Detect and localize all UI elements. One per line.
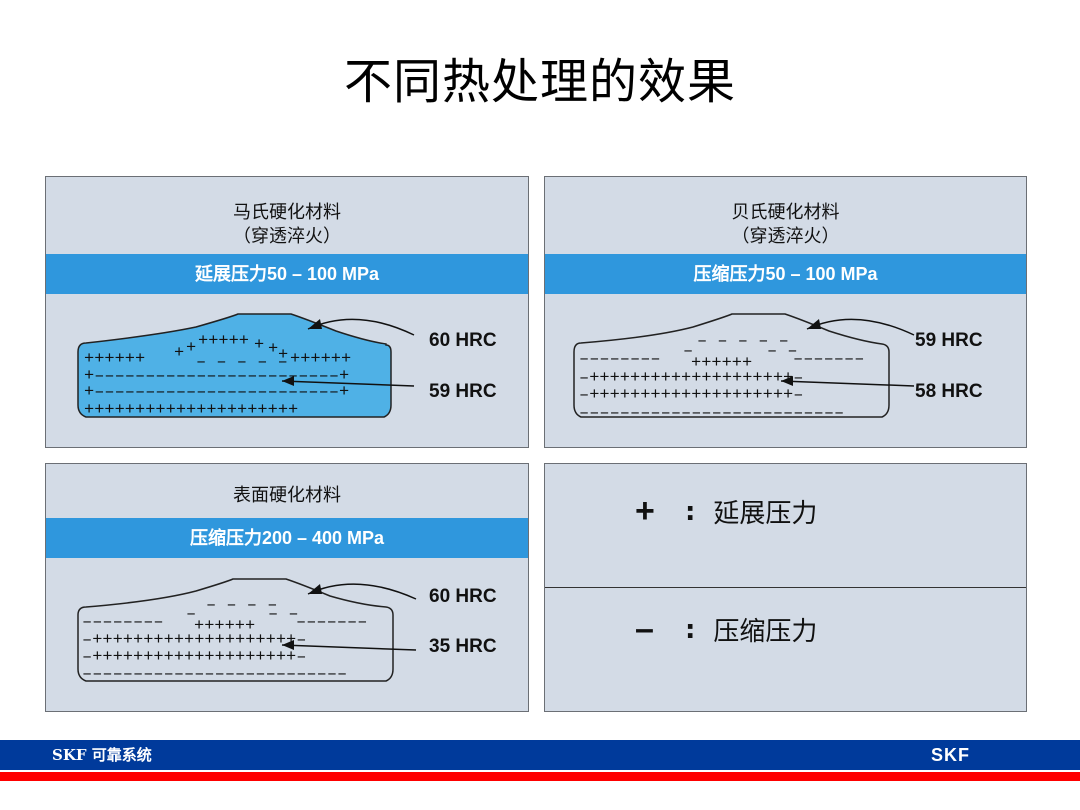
footer-red-stripe — [0, 772, 1080, 781]
footer-text: SKF 可靠系统 — [52, 746, 152, 764]
hrc-surface-label: 60 HRC — [429, 586, 497, 607]
svg-text:––––––––––––––––––––––––––: –––––––––––––––––––––––––– — [579, 404, 844, 423]
svg-text:–++++++++++++++++++++–: –++++++++++++++++++++– — [579, 386, 803, 405]
svg-text:+++++++++++++++++++++: +++++++++++++++++++++ — [84, 401, 298, 420]
stress-band: 压缩压力50 – 100 MPa — [545, 254, 1026, 294]
cross-section-diagram: ++++++ + + +++++ + + + ++++++ – – – – – … — [77, 313, 415, 420]
svg-text:+––––––––––––––––––––––––+: +––––––––––––––––––––––––+ — [84, 383, 349, 402]
svg-text:–++++++++++++++++++++–: –++++++++++++++++++++– — [579, 369, 803, 388]
panel-bainite: 贝氏硬化材料 （穿透淬火） 压缩压力50 – 100 MPa –––––––– … — [544, 176, 1027, 448]
svg-text:++++++: ++++++ — [290, 350, 351, 369]
svg-text:– –: – – — [767, 342, 798, 361]
svg-text:– – – –: – – – – — [206, 596, 277, 615]
panel-case-hardened: 表面硬化材料 压缩压力200 – 400 MPa –––––––– – – – … — [45, 463, 529, 712]
svg-text:–––––––: ––––––– — [296, 613, 367, 632]
cross-section-diagram: –––––––– – – – – – ++++++ – – ––––––– –+… — [77, 578, 417, 684]
svg-text:– –: – – — [268, 605, 299, 624]
svg-text:+: + — [254, 336, 264, 355]
svg-text:+: + — [174, 344, 184, 363]
svg-text:+++++: +++++ — [198, 332, 249, 351]
svg-text:–: – — [186, 605, 196, 624]
stress-band: 延展压力50 – 100 MPa — [46, 254, 528, 294]
minus-icon: – — [635, 610, 654, 648]
legend-divider — [545, 587, 1026, 588]
legend-item-compressive: – : 压缩压力 — [635, 610, 817, 649]
stress-band: 压缩压力200 – 400 MPa — [46, 518, 528, 558]
legend-panel: + : 延展压力 – : 压缩压力 — [544, 463, 1027, 712]
svg-text:+: + — [278, 346, 288, 365]
svg-text:+: + — [268, 340, 278, 359]
panel-subtitle: （穿透淬火） — [233, 226, 341, 247]
svg-text:++++++: ++++++ — [691, 354, 752, 373]
svg-text:––––––––: –––––––– — [579, 350, 661, 369]
svg-text:–––––––: ––––––– — [793, 350, 864, 369]
svg-text:––––––––––––––––––––––––––: –––––––––––––––––––––––––– — [82, 665, 347, 684]
legend-colon: : — [685, 496, 696, 527]
panel-subtitle: （穿透淬火） — [731, 226, 840, 247]
plus-icon: + — [635, 492, 655, 530]
svg-text:–++++++++++++++++++++–: –++++++++++++++++++++– — [82, 631, 306, 650]
legend-label: 延展压力 — [713, 499, 818, 529]
svg-text:++++++: ++++++ — [194, 617, 255, 636]
svg-text:–++++++++++++++++++++–: –++++++++++++++++++++– — [82, 648, 306, 667]
hrc-core-label: 35 HRC — [429, 636, 497, 657]
panel-title: 马氏硬化材料 — [233, 202, 341, 223]
svg-text:+: + — [186, 339, 196, 358]
panel-title: 表面硬化材料 — [233, 485, 341, 506]
svg-text:––––––––: –––––––– — [82, 613, 164, 632]
hrc-surface-label: 60 HRC — [429, 330, 497, 351]
slide-title: 不同热处理的效果 — [343, 54, 736, 110]
hrc-core-label: 58 HRC — [915, 381, 983, 402]
svg-text:–: – — [683, 342, 693, 361]
panel-title: 贝氏硬化材料 — [731, 202, 840, 223]
hrc-surface-label: 59 HRC — [915, 330, 983, 351]
svg-text:– – – – –: – – – – – — [196, 353, 288, 372]
legend-colon: : — [685, 614, 696, 645]
svg-text:++++++: ++++++ — [84, 350, 145, 369]
hrc-core-label: 59 HRC — [429, 381, 497, 402]
footer-bar: SKF 可靠系统 SKF — [0, 740, 1080, 770]
panel-martensite: 马氏硬化材料 （穿透淬火） 延展压力50 – 100 MPa ++++++ + … — [45, 176, 529, 448]
svg-text:– – – – –: – – – – – — [697, 332, 789, 351]
legend-label: 压缩压力 — [713, 617, 818, 647]
cross-section-diagram: –––––––– – – – – – – ++++++ – – ––––––– … — [573, 313, 915, 423]
skf-logo: SKF — [931, 745, 970, 765]
legend-item-tensile: + : 延展压力 — [635, 492, 817, 531]
